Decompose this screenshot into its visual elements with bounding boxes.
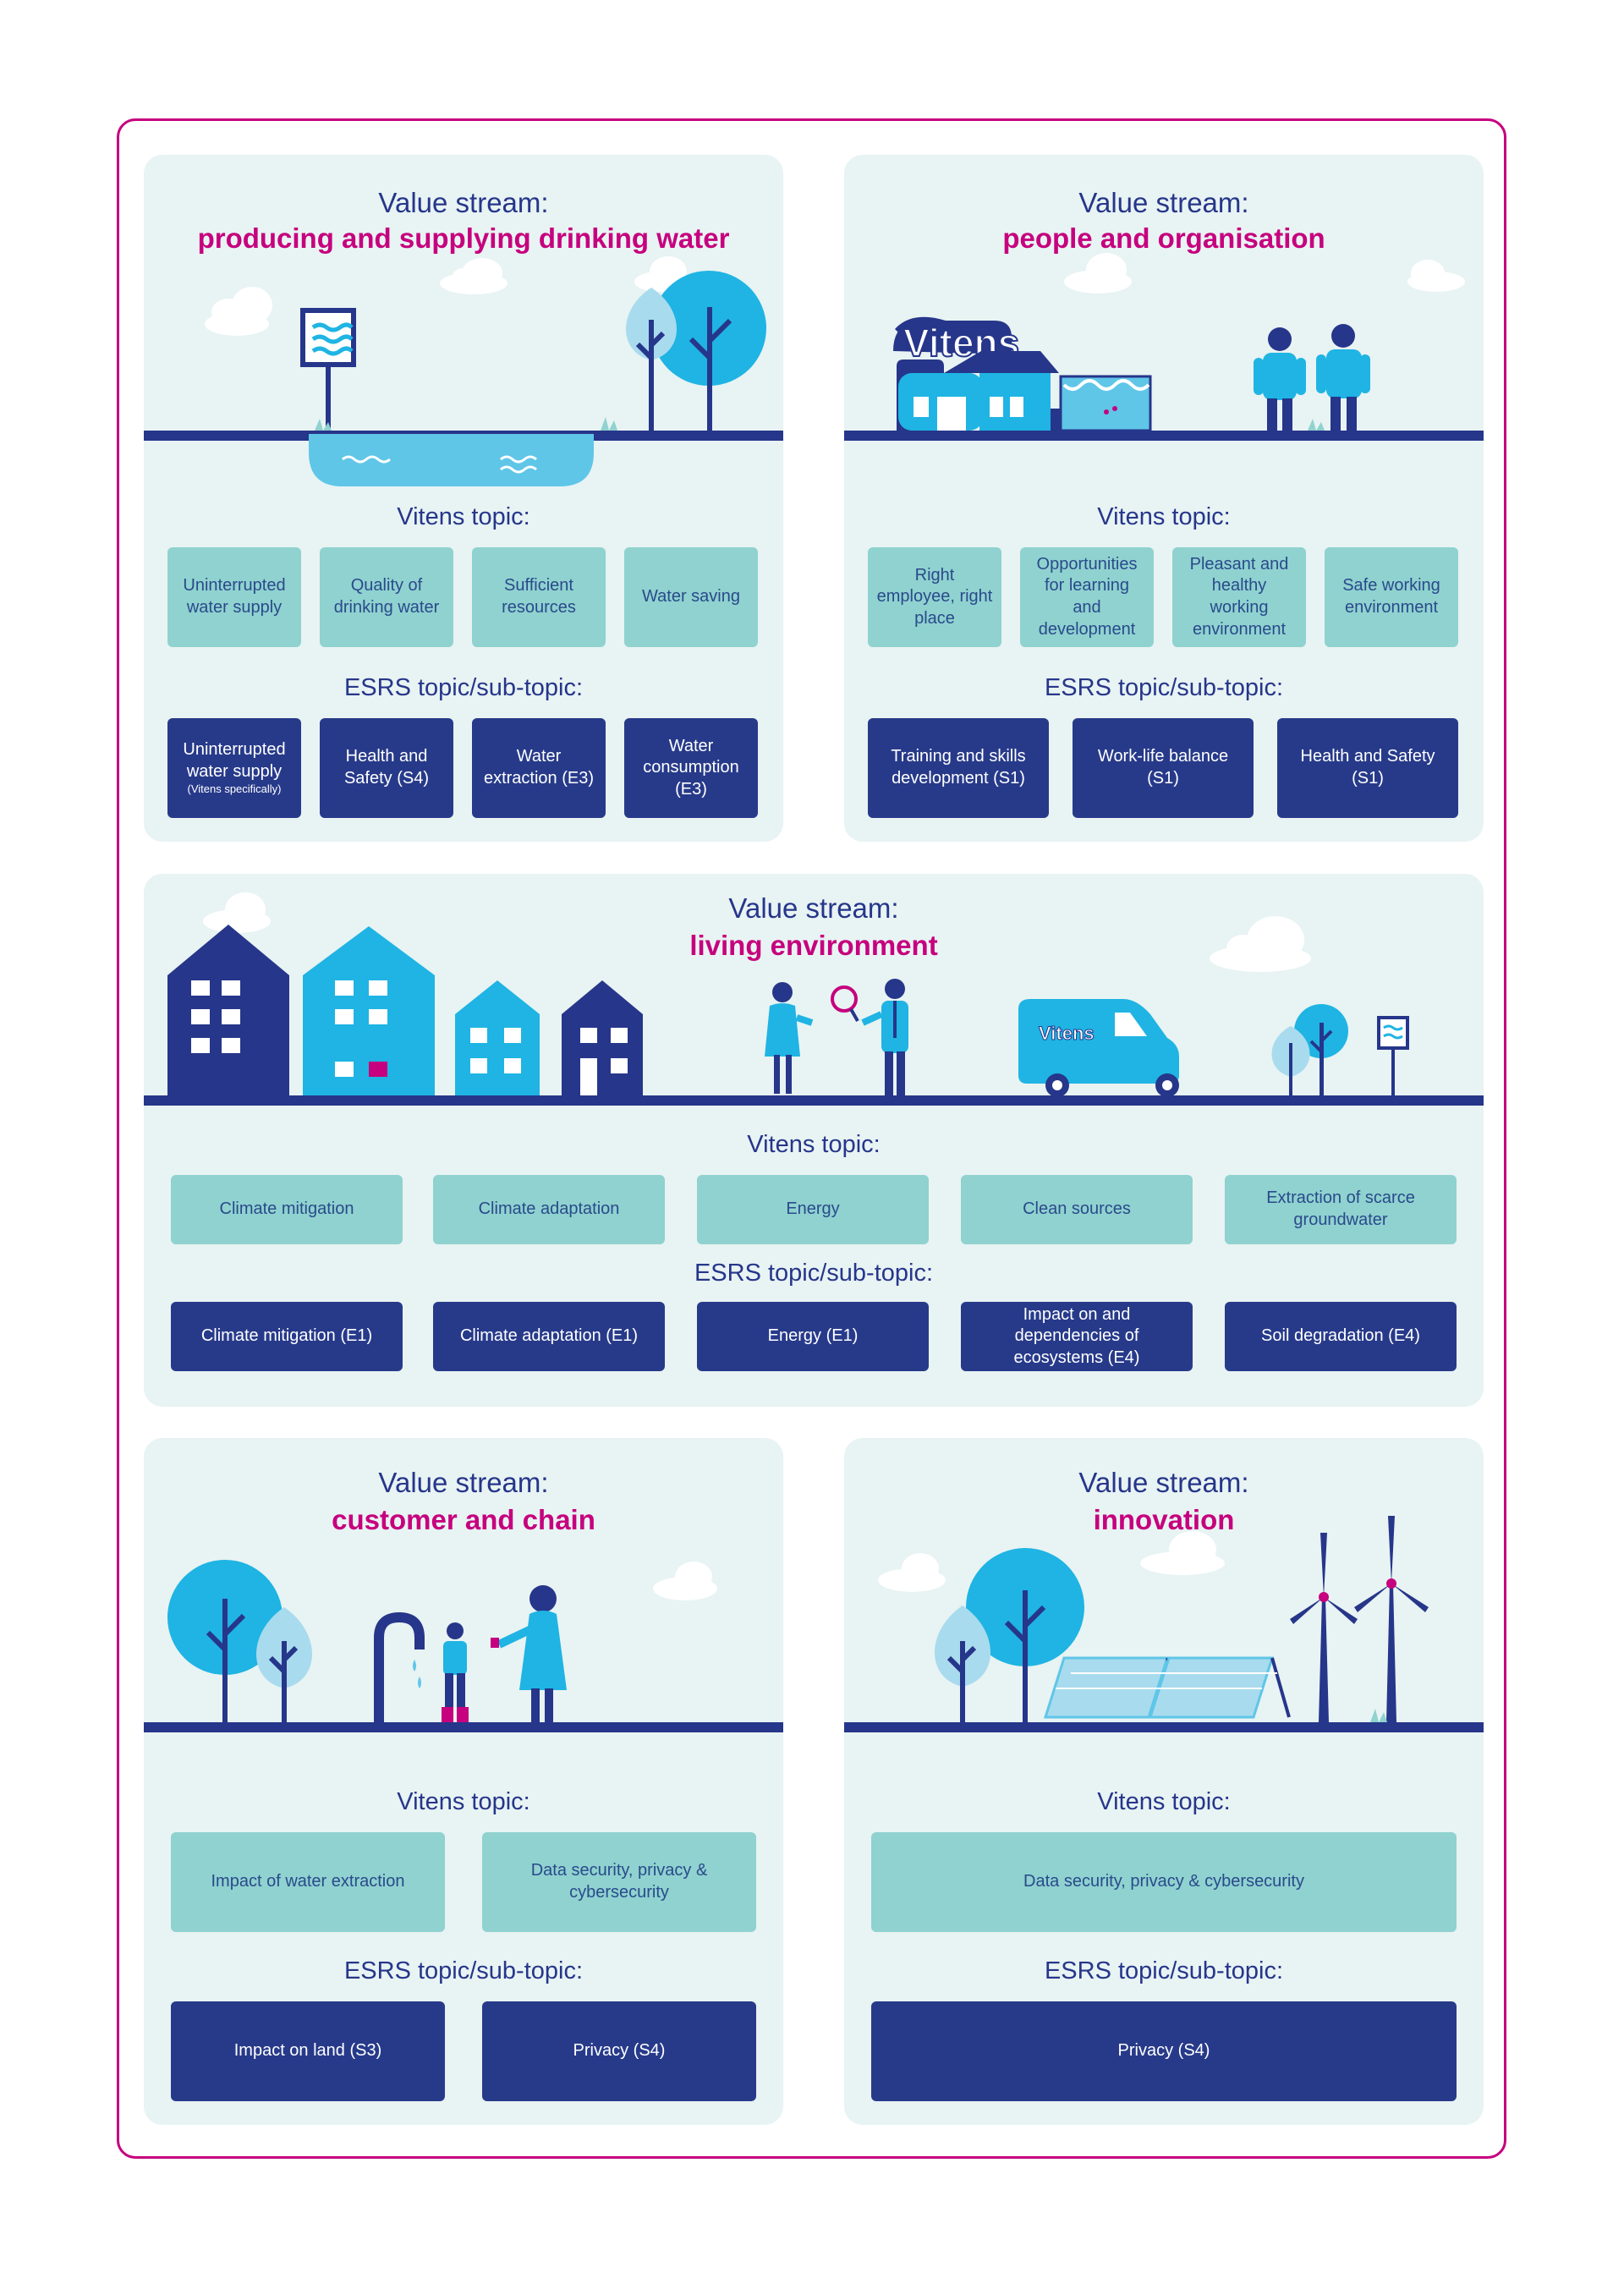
vitens-topic-box: Right employee, right place: [868, 547, 1001, 647]
tree-icon: [601, 271, 766, 431]
van-icon: Vitens: [1018, 999, 1179, 1097]
value-stream-name: people and organisation: [1002, 222, 1325, 254]
vitens-topic-box: Clean sources: [961, 1175, 1193, 1244]
esrs-topic-box: Water extraction (E3): [472, 718, 606, 818]
vitens-topic-box: Uninterrupted water supply: [167, 547, 301, 647]
panel-customer: Value stream: customer and chain: [144, 1438, 783, 2125]
vitens-topic-title: Vitens topic:: [1097, 503, 1231, 530]
esrs-topic-box: Health and Safety (S4): [320, 718, 453, 818]
vitens-topic-box: Sufficient resources: [472, 547, 606, 647]
value-stream-name: living environment: [689, 930, 938, 961]
vitens-topic-box: Extraction of scarce groundwater: [1225, 1175, 1457, 1244]
vitens-topic-box: Data security, privacy & cybersecurity: [482, 1832, 756, 1932]
esrs-topic-title: ESRS topic/sub-topic:: [1044, 1957, 1284, 1984]
esrs-topic-box: Privacy (S4): [482, 2001, 756, 2101]
esrs-topic-box: Climate mitigation (E1): [171, 1302, 403, 1371]
esrs-topic-title: ESRS topic/sub-topic:: [694, 1260, 934, 1287]
tree-icon: [1271, 1004, 1348, 1095]
esrs-topic-title: ESRS topic/sub-topic:: [1044, 674, 1284, 701]
panel-people: Value stream: people and organisation Vi…: [844, 155, 1484, 842]
customer-illustration: [144, 1560, 783, 1732]
esrs-topic-title: ESRS topic/sub-topic:: [343, 674, 584, 701]
tree-icon: [167, 1560, 312, 1722]
value-stream-label: Value stream:: [728, 892, 899, 924]
water-illustration: [144, 256, 783, 486]
pond-icon: [309, 434, 594, 486]
vitens-topic-box: Climate mitigation: [171, 1175, 403, 1244]
esrs-topic-box: Work-life balance (S1): [1073, 718, 1254, 818]
esrs-topic-note: (Vitens specifically): [187, 782, 282, 796]
vitens-topic-box: Energy: [697, 1175, 929, 1244]
esrs-topic-box: Impact on and dependencies of ecosystems…: [961, 1302, 1193, 1371]
vitens-topic-box: Water saving: [624, 547, 758, 647]
cloud-icon: [205, 256, 687, 336]
houses-icon: [167, 925, 643, 1095]
town-illustration: Vitens: [144, 892, 1484, 1106]
people-magnifier-icon: [765, 979, 908, 1095]
esrs-topic-box: Energy (E1): [697, 1302, 929, 1371]
vitens-topic-box: Safe working environment: [1325, 547, 1458, 647]
esrs-topic-box: Uninterrupted water supply (Vitens speci…: [167, 718, 301, 818]
value-stream-name: producing and supplying drinking water: [197, 222, 730, 254]
water-sign-icon: [300, 308, 356, 431]
vitens-topic-box: Pleasant and healthy working environment: [1172, 547, 1306, 647]
vitens-topic-title: Vitens topic:: [397, 503, 530, 530]
esrs-topic-box: Privacy (S4): [871, 2001, 1457, 2101]
esrs-topic-box: Health and Safety (S1): [1277, 718, 1458, 818]
adult-icon: [491, 1585, 567, 1722]
value-stream-label: Value stream:: [378, 187, 549, 218]
child-icon: [442, 1622, 469, 1722]
cloud-icon: [1064, 253, 1465, 294]
esrs-topic-box: Water consumption (E3): [624, 718, 758, 818]
vitens-topic-box: Data security, privacy & cybersecurity: [871, 1832, 1457, 1932]
esrs-topic-box: Soil degradation (E4): [1225, 1302, 1457, 1371]
van-logo: Vitens: [1039, 1023, 1095, 1044]
value-stream-label: Value stream:: [1078, 1467, 1249, 1498]
vitens-topic-title: Vitens topic:: [397, 1788, 530, 1815]
value-stream-name: customer and chain: [332, 1504, 595, 1535]
vitens-topic-box: Impact of water extraction: [171, 1832, 445, 1932]
vitens-topic-box: Quality of drinking water: [320, 547, 453, 647]
outer-frame: [117, 118, 1506, 2159]
vitens-topic-box: Opportunities for learning and developme…: [1020, 547, 1154, 647]
panel-innovation: Value stream: innovation: [844, 1438, 1484, 2125]
tree-icon: [935, 1548, 1084, 1722]
esrs-topic-box: Impact on land (S3): [171, 2001, 445, 2101]
office-illustration: Vitens: [844, 253, 1484, 441]
value-stream-label: Value stream:: [378, 1467, 549, 1498]
value-stream-label: Value stream:: [1078, 187, 1249, 218]
innovation-illustration: [844, 1516, 1484, 1732]
tap-icon: [374, 1611, 425, 1722]
workers-icon: [1254, 324, 1370, 431]
vitens-topic-title: Vitens topic:: [747, 1131, 881, 1158]
cloud-icon: [203, 892, 1311, 972]
value-stream-name: innovation: [1093, 1504, 1235, 1535]
office-building-icon: Vitens: [893, 316, 1152, 432]
solar-panel-icon: [1043, 1656, 1291, 1719]
cloud-icon: [653, 1562, 717, 1600]
esrs-topic-title: ESRS topic/sub-topic:: [343, 1957, 584, 1984]
vitens-topic-box: Climate adaptation: [433, 1175, 665, 1244]
vitens-topic-title: Vitens topic:: [1097, 1788, 1231, 1815]
esrs-topic-box: Climate adaptation (E1): [433, 1302, 665, 1371]
esrs-topic-text: Uninterrupted water supply: [183, 740, 286, 781]
panel-drinking-water: Value stream: producing and supplying dr…: [144, 155, 783, 842]
panel-living-environment: Value stream: living environment: [144, 874, 1484, 1407]
wind-turbine-icon: [1290, 1516, 1429, 1722]
esrs-topic-box: Training and skills development (S1): [868, 718, 1049, 818]
water-sign-icon: [1377, 1016, 1409, 1095]
cloud-icon: [878, 1531, 1225, 1592]
